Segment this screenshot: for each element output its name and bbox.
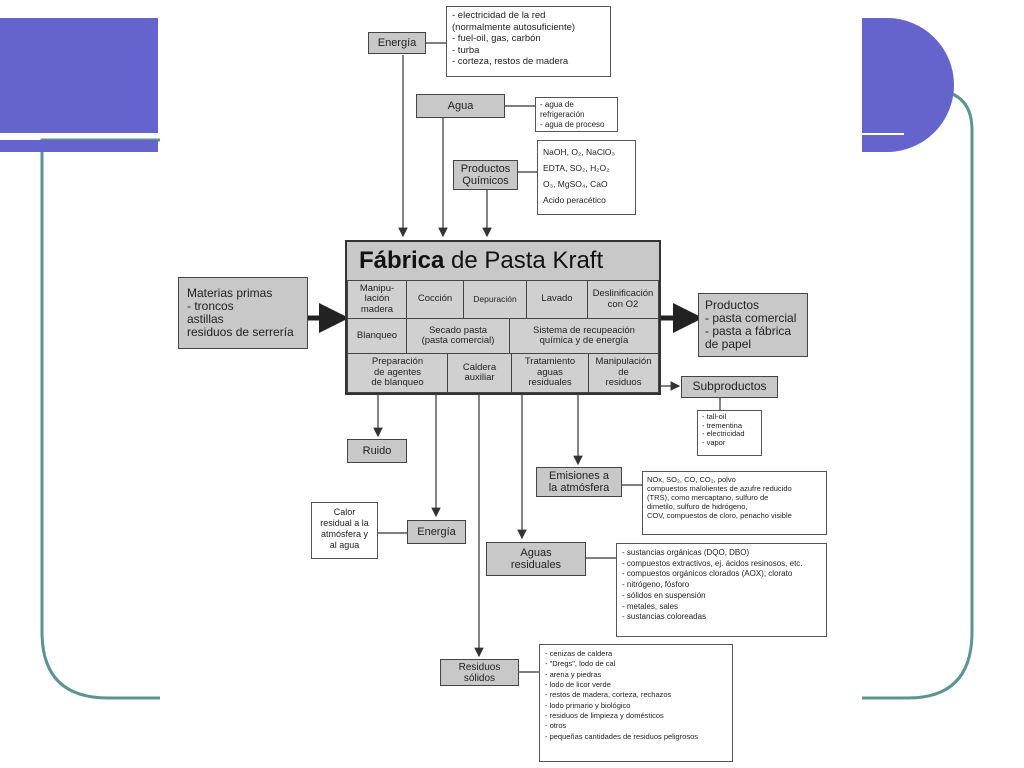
process-cell: Preparación de agentes de blanqueo bbox=[347, 353, 448, 393]
aguas-item: - compuestos extractivos, ej. ácidos res… bbox=[622, 558, 803, 568]
agua-item: refrigeración bbox=[540, 109, 585, 119]
residuos-item: - cenizas de caldera bbox=[545, 649, 613, 658]
emisiones-item: COV, compuestos de cloro, penacho visibl… bbox=[647, 511, 792, 520]
agua-item: - agua de bbox=[540, 100, 574, 109]
process-cell: Deslinificación con O2 bbox=[587, 280, 659, 319]
agua-uses-list: - agua de refrigeración - agua de proces… bbox=[535, 97, 618, 132]
subproductos-list: - tall-oil - trementina - electricidad -… bbox=[697, 410, 762, 456]
residuos-item: - restos de madera, corteza, rechazos bbox=[545, 690, 672, 700]
energia-item: - fuel-oil, gas, carbón bbox=[452, 33, 541, 45]
process-cell: Tratamiento aguas residuales bbox=[511, 353, 589, 393]
process-cell: Manipu- lación madera bbox=[347, 280, 407, 319]
process-cell: Sistema de recupeación química y de ener… bbox=[509, 318, 659, 354]
process-cell: Lavado bbox=[526, 280, 588, 319]
process-cell: Caldera auxiliar bbox=[447, 353, 512, 393]
residuos-item: - residuos de limpieza y domésticos bbox=[545, 711, 664, 721]
aguas-residuales-box: Aguas residuales bbox=[486, 542, 586, 576]
quimicos-input-box: Productos Químicos bbox=[453, 160, 518, 190]
aguas-item: - sustancias coloreadas bbox=[622, 612, 707, 622]
energia-output-box: Energía bbox=[407, 520, 466, 544]
agua-input-box: Agua bbox=[416, 94, 505, 118]
productos-output-box: Productos - pasta comercial - pasta a fá… bbox=[698, 293, 808, 357]
aguas-list: - sustancias orgánicas (DQO, DBO) - comp… bbox=[616, 543, 827, 637]
residuos-item: - lodo de licor verde bbox=[545, 680, 611, 690]
agua-item: - agua de proceso bbox=[540, 119, 605, 129]
residuos-list: - cenizas de caldera - "Dregs", lodo de … bbox=[539, 644, 733, 762]
emisiones-item: NOx, SO₂, CO, CO₂, polvo bbox=[647, 475, 736, 484]
energia-item: - electricidad de la red bbox=[452, 10, 546, 21]
emisiones-box: Emisiones a la atmósfera bbox=[536, 467, 622, 497]
frame-left bbox=[40, 138, 160, 700]
emisiones-item: compuestos malolientes de azufre reducid… bbox=[647, 484, 792, 493]
process-cell: Cocción bbox=[406, 280, 464, 319]
aguas-item: - sustancias orgánicas (DQO, DBO) bbox=[622, 548, 750, 557]
factory-title: Fábrica de Pasta Kraft bbox=[359, 247, 603, 275]
subproductos-item: - electricidad bbox=[702, 429, 745, 439]
process-cell: Blanqueo bbox=[347, 318, 407, 354]
subproductos-item: - trementina bbox=[702, 420, 743, 430]
emisiones-item: dimetilo, sulfuro de hidrógeno, bbox=[647, 502, 748, 511]
residuos-item: - pequeñas cantidades de residuos peligr… bbox=[545, 731, 699, 741]
subproductos-item: - vapor bbox=[702, 437, 726, 447]
energia-sources-list: - electricidad de la red (normalmente au… bbox=[446, 6, 611, 77]
accent-line-left bbox=[0, 140, 158, 152]
quimicos-item: O₃, MgSO₄, CaO bbox=[543, 179, 608, 190]
process-cell: Secado pasta (pasta comercial) bbox=[406, 318, 510, 354]
factory-title-rest: de Pasta Kraft bbox=[444, 247, 604, 274]
process-cell: Depuración bbox=[463, 280, 527, 319]
energia-item: (normalmente autosuficiente) bbox=[452, 21, 576, 33]
residuos-item: - arena y piedras bbox=[545, 669, 602, 679]
accent-rect-left bbox=[0, 18, 158, 133]
calor-residual-box: Calor residual a la atmósfera y al agua bbox=[311, 502, 378, 559]
emisiones-list: NOx, SO₂, CO, CO₂, polvo compuestos malo… bbox=[642, 471, 827, 535]
energia-item: - turba bbox=[452, 44, 480, 56]
energia-input-box: Energía bbox=[368, 32, 426, 54]
emisiones-item: (TRS), como mercaptano, sulfuro de bbox=[647, 493, 769, 502]
subproductos-item: - tall-oil bbox=[702, 412, 727, 421]
residuos-item: - lodo primario y biológico bbox=[545, 700, 631, 710]
residuos-solidos-box: Residuos sólidos bbox=[440, 659, 519, 686]
quimicos-item: NaOH, O₂, NaClO₃ bbox=[543, 147, 615, 157]
quimicos-list: NaOH, O₂, NaClO₃ EDTA, SO₂, H₂O₂ O₃, MgS… bbox=[537, 140, 636, 215]
materias-primas-box: Materias primas - troncos astillas resid… bbox=[178, 277, 308, 349]
aguas-item: - sólidos en suspensión bbox=[622, 590, 706, 600]
quimicos-item: Acido peracético bbox=[543, 195, 606, 206]
energia-item: - corteza, restos de madera bbox=[452, 56, 569, 68]
quimicos-item: EDTA, SO₂, H₂O₂ bbox=[543, 163, 610, 174]
accent-line-right bbox=[862, 133, 904, 135]
residuos-item: - otros bbox=[545, 721, 567, 731]
subproductos-box: Subproductos bbox=[681, 376, 778, 398]
ruido-box: Ruido bbox=[347, 439, 407, 463]
residuos-item: - "Dregs", lodo de cal bbox=[545, 659, 616, 669]
aguas-item: - compuestos orgánicos clorados (AOX); c… bbox=[622, 569, 793, 579]
factory-title-bold: Fábrica bbox=[359, 247, 445, 274]
aguas-item: - nitrógeno, fósforo bbox=[622, 580, 690, 590]
aguas-item: - metales, sales bbox=[622, 601, 679, 611]
process-cell: Manipulación de residuos bbox=[588, 353, 659, 393]
